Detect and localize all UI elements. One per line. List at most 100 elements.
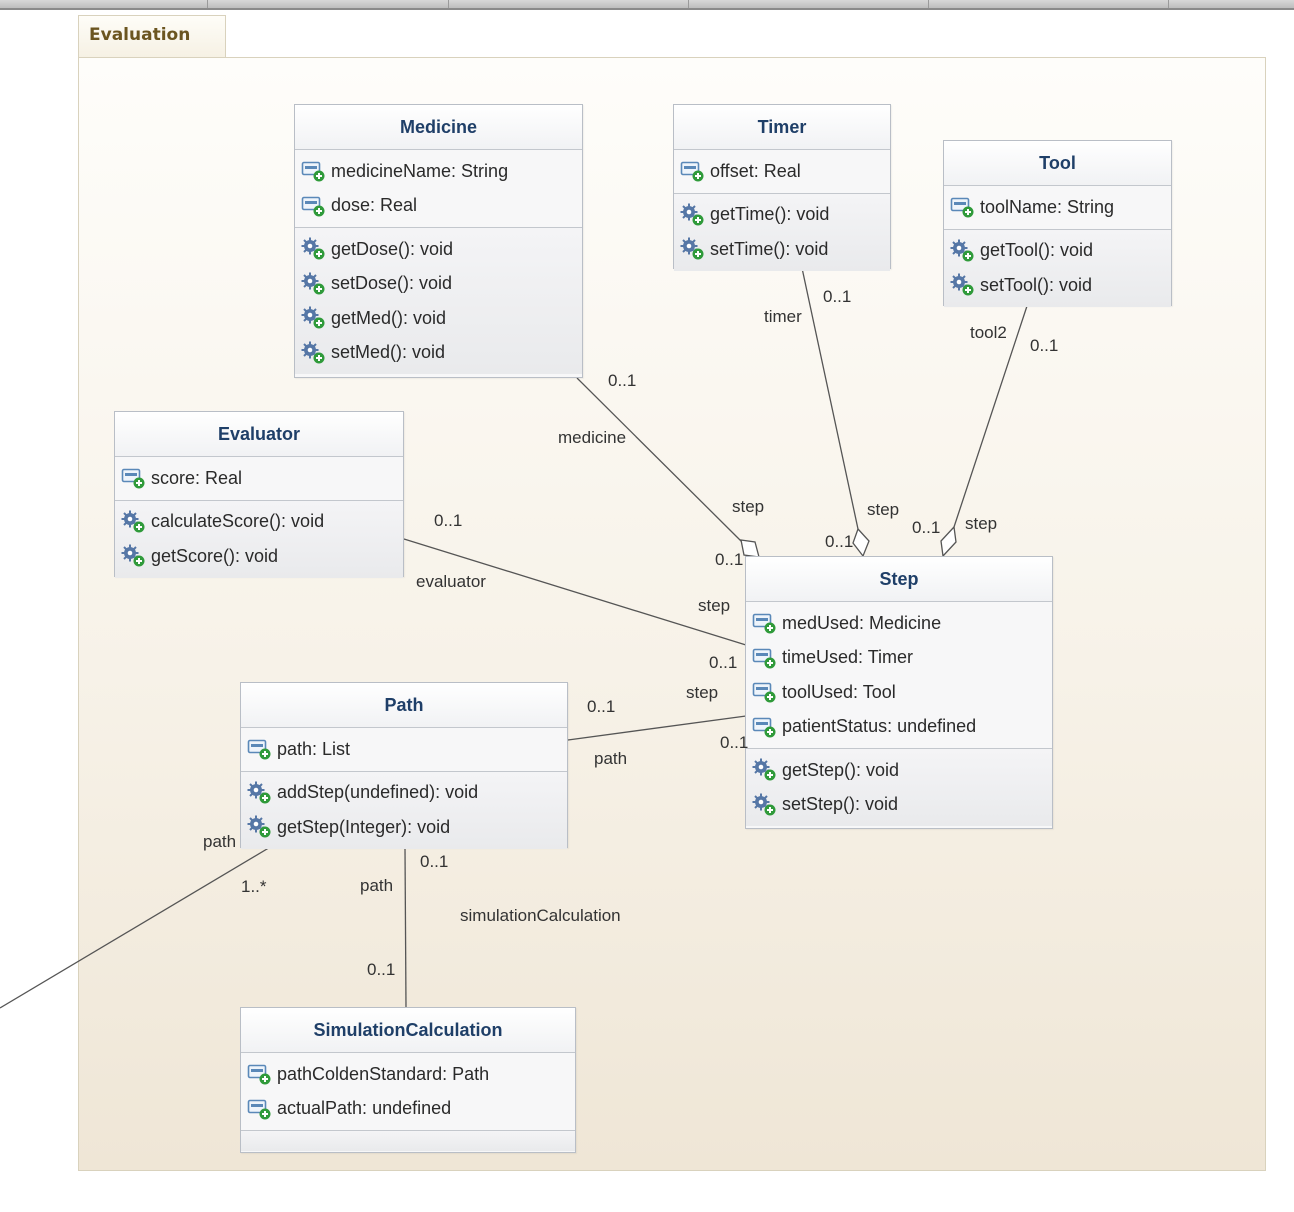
association-tool-step[interactable] [953, 305, 1028, 528]
attribute-label: toolName: String [980, 196, 1115, 217]
attribute[interactable]: patientStatus: undefined [752, 710, 1052, 745]
operation[interactable]: setStep(): void [752, 788, 1052, 823]
attributes-compartment: score: Real [115, 457, 403, 501]
operation-icon [301, 237, 327, 261]
tab-separator [1168, 0, 1169, 8]
operations-compartment: addStep(undefined): void getStep(Integer… [241, 771, 567, 849]
role-label: path [594, 749, 628, 768]
operation-label: calculateScore(): void [151, 511, 325, 532]
attribute[interactable]: timeUsed: Timer [752, 641, 1052, 676]
role-label: path [360, 876, 394, 895]
multiplicity-label: 0..1 [608, 371, 637, 390]
operation[interactable]: getStep(Integer): void [247, 810, 567, 845]
class-path[interactable]: Path path: List addStep(undefined): void… [240, 682, 568, 849]
operation-label: setStep(): void [782, 794, 899, 815]
operation[interactable]: getMed(): void [301, 301, 582, 336]
multiplicity-label: 0..1 [587, 697, 616, 716]
multiplicity-label: 0..1 [912, 518, 941, 537]
package-tab[interactable]: Evaluation [78, 15, 226, 57]
operations-compartment [241, 1131, 575, 1151]
operation[interactable]: getTime(): void [680, 198, 890, 233]
aggregation-diamond-tool [940, 525, 957, 558]
association-medicine-step[interactable] [576, 377, 743, 543]
attribute-label: timeUsed: Timer [782, 647, 914, 668]
operation-icon [950, 273, 976, 297]
attribute[interactable]: pathColdenStandard: Path [247, 1057, 575, 1092]
attribute-icon [752, 715, 778, 739]
package-name: Evaluation [89, 25, 191, 45]
class-name: Medicine [295, 105, 582, 150]
tab-separator [928, 0, 929, 8]
association-path-external[interactable] [0, 845, 273, 1009]
attribute[interactable]: actualPath: undefined [247, 1092, 575, 1127]
attribute-label: offset: Real [710, 160, 801, 181]
operation[interactable]: setTool(): void [950, 268, 1171, 303]
role-label: step [698, 596, 731, 615]
operation[interactable]: setTime(): void [680, 232, 890, 267]
class-medicine[interactable]: Medicine medicineName: String dose: Real… [294, 104, 583, 378]
attribute-icon [121, 466, 147, 490]
operation[interactable]: calculateScore(): void [121, 505, 403, 540]
operation-label: addStep(undefined): void [277, 782, 479, 803]
multiplicity-label: 0..1 [720, 733, 749, 752]
operation[interactable]: addStep(undefined): void [247, 776, 567, 811]
operation-icon [752, 793, 778, 817]
attribute[interactable]: path: List [247, 732, 567, 767]
multiplicity-label: 0..1 [1030, 336, 1059, 355]
class-name: Tool [944, 141, 1171, 186]
class-evaluator[interactable]: Evaluator score: Real calculateScore(): … [114, 411, 404, 578]
attributes-compartment: medUsed: Medicine timeUsed: Timer toolUs… [746, 602, 1052, 749]
class-name: Timer [674, 105, 890, 150]
operation-icon [680, 203, 706, 227]
attribute[interactable]: medUsed: Medicine [752, 606, 1052, 641]
association-evaluator-step[interactable] [403, 538, 747, 646]
operations-compartment: getStep(): void setStep(): void [746, 749, 1052, 826]
class-name: SimulationCalculation [241, 1008, 575, 1053]
role-label: simulationCalculation [460, 906, 621, 925]
attribute[interactable]: score: Real [121, 461, 403, 496]
operation[interactable]: getDose(): void [301, 232, 582, 267]
attribute-label: dose: Real [331, 195, 418, 216]
operation-icon [247, 781, 273, 805]
multiplicity-label: 0..1 [715, 550, 744, 569]
tab-separator [448, 0, 449, 8]
class-simulation-calculation[interactable]: SimulationCalculation pathColdenStandard… [240, 1007, 576, 1153]
operation-label: setTime(): void [710, 238, 829, 259]
operation[interactable]: getTool(): void [950, 234, 1171, 269]
association-timer-step[interactable] [801, 267, 859, 530]
class-timer[interactable]: Timer offset: Real getTime(): void setTi… [673, 104, 891, 271]
operations-compartment: getDose(): void setDose(): void getMed()… [295, 228, 582, 374]
attribute[interactable]: dose: Real [301, 189, 582, 224]
attribute[interactable]: toolName: String [950, 190, 1171, 225]
multiplicity-label: 0..1 [825, 532, 854, 551]
operation[interactable]: setMed(): void [301, 336, 582, 371]
attributes-compartment: offset: Real [674, 150, 890, 194]
class-step[interactable]: Step medUsed: Medicine timeUsed: Timer t… [745, 556, 1053, 829]
attributes-compartment: toolName: String [944, 186, 1171, 230]
window-top-bar [0, 0, 1294, 10]
operation[interactable]: getStep(): void [752, 753, 1052, 788]
attribute-icon [247, 1097, 273, 1121]
operation-label: setTool(): void [980, 274, 1093, 295]
multiplicity-label: 0..1 [367, 960, 396, 979]
class-tool[interactable]: Tool toolName: String getTool(): void se… [943, 140, 1172, 307]
aggregation-diamond-timer [852, 527, 870, 558]
multiplicity-label: 0..1 [434, 511, 463, 530]
operations-compartment: getTool(): void setTool(): void [944, 229, 1171, 307]
association-path-step[interactable] [567, 715, 747, 741]
association-path-simulation[interactable] [404, 847, 407, 1009]
class-name: Path [241, 683, 567, 728]
attribute[interactable]: offset: Real [680, 154, 890, 189]
operation[interactable]: setDose(): void [301, 267, 582, 302]
operation-icon [247, 815, 273, 839]
attribute-label: medicineName: String [331, 160, 509, 181]
operation-icon [121, 510, 147, 534]
attributes-compartment: medicineName: String dose: Real [295, 150, 582, 228]
operation[interactable]: getScore(): void [121, 539, 403, 574]
attribute-icon [680, 159, 706, 183]
attribute-icon [752, 680, 778, 704]
attribute[interactable]: medicineName: String [301, 154, 582, 189]
attribute-label: toolUsed: Tool [782, 681, 896, 702]
attribute[interactable]: toolUsed: Tool [752, 675, 1052, 710]
